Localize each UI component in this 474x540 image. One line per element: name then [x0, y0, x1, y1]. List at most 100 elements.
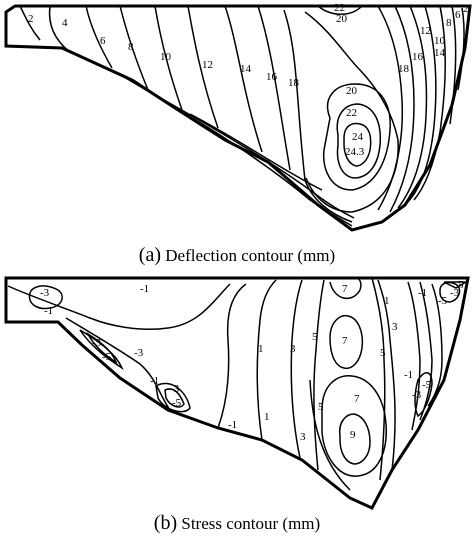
stress-contour-1: [256, 279, 277, 441]
stress-contour-neg1-center: [217, 283, 247, 429]
stress-contour-right-neg3: [419, 281, 433, 421]
deflection-caption-label: (a): [138, 244, 161, 266]
stress-label: -5: [438, 295, 448, 307]
stress-label: 3: [392, 321, 398, 333]
stress-caption-text: Stress contour (mm): [181, 514, 321, 533]
stress-label: 3: [300, 431, 306, 443]
deflection-label: 2: [28, 13, 34, 25]
deflection-label: 24.3: [345, 146, 365, 158]
deflection-label: 2: [463, 3, 469, 15]
stress-label: -1: [44, 305, 53, 317]
deflection-label: 14: [240, 63, 252, 75]
stress-label: -1: [404, 369, 413, 381]
stress-label: 7: [342, 283, 348, 295]
deflection-contour-right-6: [457, 7, 465, 91]
stress-contour-neg5-lower: [164, 388, 185, 408]
deflection-label: 14: [434, 47, 446, 59]
deflection-label: 10: [160, 51, 172, 63]
stress-label: -3: [92, 337, 102, 349]
deflection-contour-panel: [4, 4, 472, 232]
deflection-label: 8: [446, 17, 452, 29]
stress-contour-right-neg5: [427, 283, 443, 407]
stress-contour-right-lens: [414, 372, 433, 418]
deflection-contour-18: [283, 9, 353, 223]
stress-label: -3: [170, 383, 180, 395]
stress-contour-5-lower: [309, 379, 351, 491]
deflection-contour-10: [154, 5, 183, 111]
deflection-label: 16: [412, 51, 424, 63]
stress-contour-7-lower: [321, 375, 387, 477]
stress-caption: (b) Stress contour (mm): [0, 512, 474, 535]
stress-contour-labels: -3 -1 -1 -3 -5 -3 -1 -5 -3 -1 1 3 5 7 7 …: [40, 279, 464, 443]
deflection-contour-6: [85, 5, 113, 69]
deflection-label: 12: [202, 59, 213, 71]
stress-label: -1: [140, 283, 149, 295]
stress-contour-9-loop: [338, 413, 371, 465]
stress-label: -1: [228, 419, 237, 431]
stress-label: 5: [318, 401, 324, 413]
stress-contour-right-1: [371, 277, 386, 481]
stress-label: 5: [380, 347, 386, 359]
stress-contour-neg3-loop: [28, 285, 63, 310]
stress-label: 7: [342, 335, 348, 347]
stress-boundary: [4, 276, 470, 510]
deflection-contour-flank-2: [149, 91, 355, 219]
stress-contour-neg3-lower: [155, 382, 191, 413]
deflection-label: 20: [336, 13, 348, 25]
deflection-label: 20: [346, 85, 358, 97]
stress-label: -1: [418, 287, 427, 299]
deflection-label: 4: [62, 17, 68, 29]
deflection-label: 6: [100, 35, 106, 47]
stress-contour-right-neg1: [407, 281, 421, 431]
deflection-contour-right-16: [389, 5, 415, 213]
stress-label: -5: [422, 379, 432, 391]
deflection-caption-text: Deflection contour (mm): [165, 246, 336, 265]
stress-contour-neg1-a: [7, 283, 231, 331]
stress-label: 1: [384, 295, 390, 307]
deflection-contour-14: [224, 5, 263, 153]
stress-contour-7-loop: [329, 314, 364, 370]
deflection-contour-right-10: [413, 5, 446, 201]
deflection-contour-right-14: [397, 5, 428, 209]
stress-label: -3: [412, 389, 422, 401]
stress-contour-right-spike-1: [443, 281, 469, 289]
deflection-contour-right-18: [377, 5, 404, 211]
stress-label: -5: [102, 351, 112, 363]
stress-contour-neg1-b: [65, 317, 171, 411]
stress-label: 7: [354, 393, 360, 405]
stress-contour-3: [290, 279, 303, 459]
stress-contour-neg5-lens: [86, 331, 118, 364]
deflection-contour-16: [257, 5, 291, 171]
stress-label: -3: [40, 287, 50, 299]
stress-label: 9: [350, 429, 356, 441]
deflection-contour-right-8: [449, 5, 457, 125]
stress-label: 3: [290, 343, 296, 355]
stress-caption-label: (b): [153, 512, 178, 534]
stress-contour-7-top: [329, 277, 362, 300]
deflection-label: 18: [288, 77, 300, 89]
deflection-contour-22-loop: [336, 103, 382, 179]
stress-label: 1: [258, 343, 264, 355]
deflection-contour-2: [19, 5, 41, 41]
deflection-contour-flank-3: [189, 113, 323, 191]
stress-label: 1: [264, 411, 270, 423]
stress-label: -3: [450, 287, 460, 299]
stress-contour-3-lower: [377, 279, 396, 471]
stress-contour-neg3-lens: [79, 329, 124, 371]
deflection-label: 10: [434, 35, 446, 47]
deflection-label: 6: [455, 9, 461, 21]
deflection-contour-8: [119, 5, 149, 91]
stress-contour-panel: [4, 276, 470, 510]
deflection-label: 18: [398, 63, 410, 75]
deflection-contour-22-top: [317, 5, 363, 15]
deflection-caption: (a) Deflection contour (mm): [0, 244, 474, 267]
deflection-label: 22: [334, 2, 345, 14]
deflection-label: 12: [420, 25, 431, 37]
deflection-label: 24: [352, 131, 364, 143]
stress-label: -1: [150, 375, 159, 387]
deflection-contour-labels: 2 4 6 8 10 12 14 16 18 20 22 24 24.3 20 …: [28, 2, 469, 158]
stress-contour-5: [313, 279, 325, 471]
deflection-contour-20-loop: [322, 83, 391, 191]
